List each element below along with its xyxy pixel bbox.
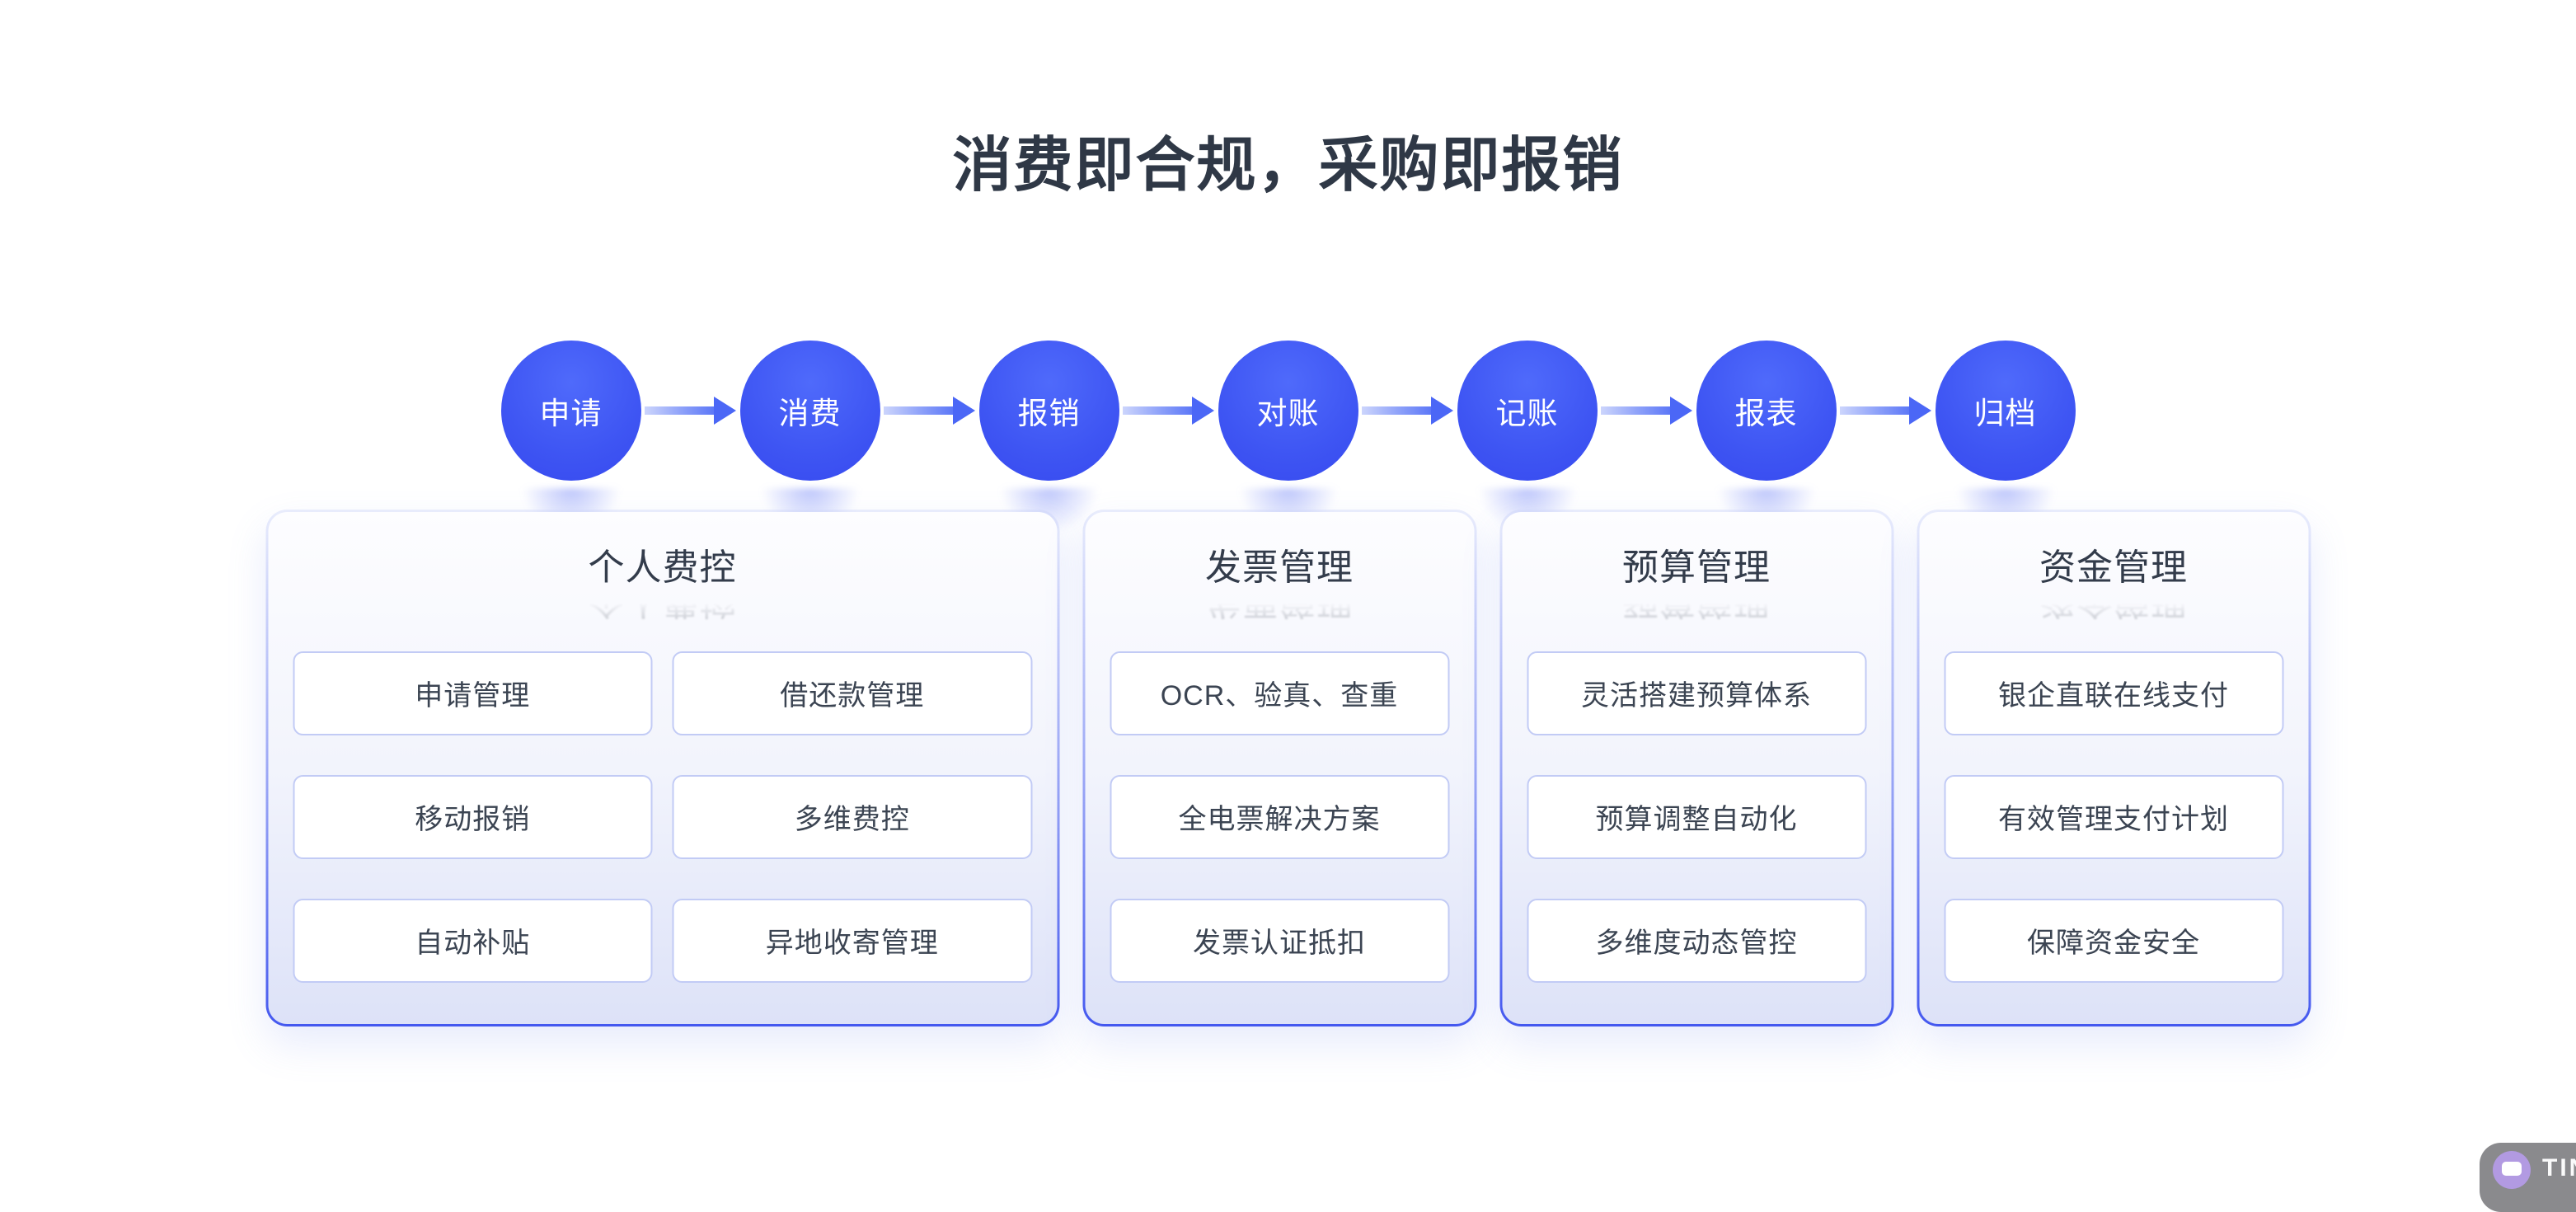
card-title: 个人费控	[588, 547, 737, 588]
card-title-reflection: 资金管理	[2039, 590, 2188, 621]
flow-step-archive: 归档	[1935, 341, 2076, 552]
feature-item: 保障资金安全	[1944, 898, 2283, 983]
watermark-logo-glyph	[2502, 1162, 2522, 1176]
watermark-logo-icon	[2493, 1151, 2531, 1189]
card-title-reflection: 个人费控	[588, 590, 737, 621]
flow-step-circle: 报表	[1696, 341, 1837, 481]
feature-item: 移动报销	[293, 774, 653, 859]
card-title: 发票管理	[1205, 547, 1354, 588]
watermark-text: TIN	[2542, 1154, 2576, 1181]
feature-item: 全电票解决方案	[1110, 774, 1449, 859]
flow-step-label: 记账	[1495, 397, 1559, 430]
card-invoice-management: 发票管理 发票管理 OCR、验真、查重 全电票解决方案 发票认证抵扣	[1082, 510, 1476, 1026]
arrow-shaft	[1840, 406, 1909, 415]
flow-step-circle: 消费	[739, 341, 880, 481]
flow-arrow-icon	[880, 341, 979, 481]
flow-arrow-icon	[1837, 341, 1936, 481]
flow-step-label: 归档	[1973, 397, 2037, 430]
feature-item: 有效管理支付计划	[1944, 774, 2283, 859]
feature-item: 申请管理	[293, 651, 653, 735]
card-item-grid: 申请管理 借还款管理 移动报销 多维费控 自动补贴 异地收寄管理	[293, 651, 1032, 983]
flow-step-circle: 对账	[1218, 341, 1358, 481]
card-title-reflection: 预算管理	[1622, 590, 1771, 621]
feature-item: 预算调整自动化	[1527, 774, 1866, 859]
flow-step-circle: 报销	[978, 341, 1119, 481]
flow-step-circle: 记账	[1457, 341, 1598, 481]
corner-watermark-badge[interactable]: TIN	[2480, 1143, 2576, 1212]
feature-item: 发票认证抵扣	[1110, 898, 1449, 983]
card-budget-management: 预算管理 预算管理 灵活搭建预算体系 预算调整自动化 多维度动态管控	[1499, 510, 1893, 1026]
flow-step-label: 报销	[1017, 397, 1081, 430]
feature-item: 多维费控	[672, 774, 1032, 859]
arrow-shaft	[1362, 406, 1431, 415]
flow-step-bookkeeping: 记账	[1457, 341, 1598, 552]
card-fund-management: 资金管理 资金管理 银企直联在线支付 有效管理支付计划 保障资金安全	[1917, 510, 2311, 1026]
arrow-head	[953, 397, 975, 425]
feature-item: 多维度动态管控	[1527, 898, 1866, 983]
flow-step-circle: 归档	[1935, 341, 2076, 481]
card-item-grid: 银企直联在线支付 有效管理支付计划 保障资金安全	[1944, 651, 2283, 983]
flow-step-reconcile: 对账	[1218, 341, 1358, 552]
arrow-head	[1431, 397, 1453, 425]
card-title: 资金管理	[2039, 547, 2188, 588]
arrow-shaft	[645, 406, 714, 415]
arrow-head	[1909, 397, 1931, 425]
flow-arrow-icon	[1598, 341, 1696, 481]
arrow-shaft	[1601, 406, 1670, 415]
page-title: 消费即合规，采购即报销	[952, 133, 1624, 199]
flow-step-report: 报表	[1696, 341, 1837, 552]
arrow-shaft	[1123, 406, 1192, 415]
flow-arrow-icon	[1119, 341, 1218, 481]
flow-step-label: 报表	[1734, 397, 1798, 430]
card-title-reflection: 发票管理	[1205, 590, 1354, 621]
arrow-head	[1670, 397, 1692, 425]
arrow-head	[1192, 397, 1214, 425]
arrow-shaft	[884, 406, 953, 415]
feature-item: 自动补贴	[293, 898, 653, 983]
card-title: 预算管理	[1622, 547, 1771, 588]
flow-step-label: 消费	[778, 397, 842, 430]
arrow-head	[714, 397, 736, 425]
flow-arrow-icon	[1358, 341, 1457, 481]
card-item-grid: OCR、验真、查重 全电票解决方案 发票认证抵扣	[1110, 651, 1449, 983]
flow-step-circle: 申请	[500, 341, 641, 481]
flow-step-reimburse: 报销	[978, 341, 1119, 552]
feature-cards: 个人费控 个人费控 申请管理 借还款管理 移动报销 多维费控 自动补贴 异地收寄…	[265, 510, 2311, 1026]
flow-step-apply: 申请	[500, 341, 641, 552]
flow-step-consume: 消费	[739, 341, 880, 552]
flow-step-label: 申请	[539, 397, 603, 430]
feature-item: 借还款管理	[672, 651, 1032, 735]
process-flow: 申请 消费 报销 对账 记账 报表 归档	[500, 341, 2076, 552]
card-item-grid: 灵活搭建预算体系 预算调整自动化 多维度动态管控	[1527, 651, 1866, 983]
feature-item: 银企直联在线支付	[1944, 651, 2283, 735]
feature-item: 灵活搭建预算体系	[1527, 651, 1866, 735]
flow-arrow-icon	[641, 341, 740, 481]
card-personal-expense-control: 个人费控 个人费控 申请管理 借还款管理 移动报销 多维费控 自动补贴 异地收寄…	[265, 510, 1059, 1026]
feature-item: 异地收寄管理	[672, 898, 1032, 983]
flow-step-label: 对账	[1256, 397, 1320, 430]
feature-item: OCR、验真、查重	[1110, 651, 1449, 735]
